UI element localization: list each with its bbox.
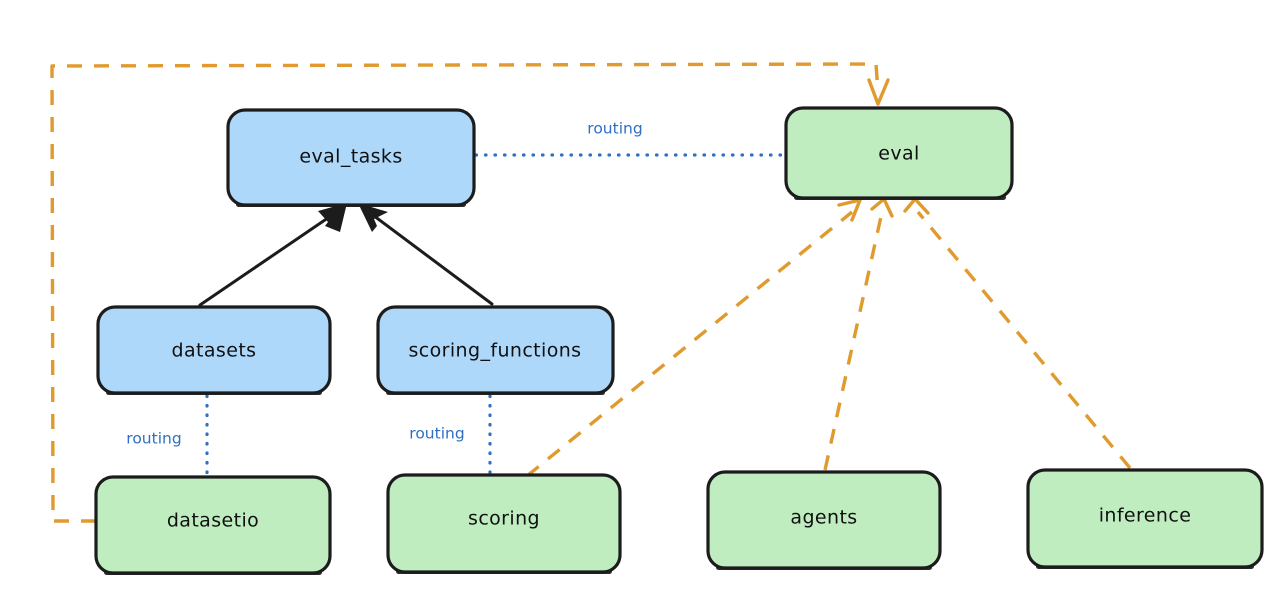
node-agents-box[interactable]: [706, 470, 942, 570]
node-scoring-box[interactable]: [386, 473, 622, 574]
node-agents[interactable]: agents: [706, 470, 942, 570]
edge-label-routing-scoring: routing: [409, 425, 464, 443]
node-eval-label: eval: [878, 143, 919, 165]
node-inference[interactable]: inference: [1026, 468, 1264, 569]
routing-edges-group: [205, 153, 786, 477]
dependency-edges-group: [50, 62, 1132, 523]
edge-inference-to-eval-arrowhead: [903, 197, 930, 215]
node-scoring-functions-box[interactable]: [376, 305, 615, 395]
edge-scoring-to-eval-arrowhead: [837, 198, 862, 222]
edge-labels-group: routing routing routing: [126, 120, 642, 448]
node-datasets-box[interactable]: [96, 305, 332, 395]
node-datasetio-box[interactable]: [94, 475, 332, 575]
edge-agents-to-eval-line: [823, 211, 884, 471]
nodes-group: eval_tasks eval datasets scoring_functio…: [94, 106, 1264, 575]
edge-datasetio-to-eval-arrowhead: [867, 78, 890, 106]
edge-datasets-to-eval-tasks: [198, 203, 347, 307]
edge-agents-to-eval-arrowhead: [870, 197, 894, 218]
node-datasetio[interactable]: datasetio: [94, 475, 332, 575]
node-eval[interactable]: eval: [784, 106, 1014, 200]
edge-scoring-functions-to-eval-tasks-line: [360, 205, 494, 306]
edge-label-routing-datasetio: routing: [126, 430, 181, 448]
edge-datasets-to-eval-tasks-arrowhead: [318, 203, 347, 232]
node-agents-label: agents: [790, 507, 857, 529]
edge-datasetio-to-eval-line: [50, 62, 880, 523]
edge-label-routing-eval: routing: [587, 120, 642, 138]
node-eval-tasks-box[interactable]: [226, 108, 476, 207]
node-datasetio-label: datasetio: [167, 510, 259, 532]
node-inference-label: inference: [1099, 505, 1192, 527]
node-inference-box[interactable]: [1026, 468, 1264, 569]
node-scoring-functions[interactable]: scoring_functions: [376, 305, 615, 395]
node-eval-tasks[interactable]: eval_tasks: [226, 108, 476, 207]
edge-datasetio-to-eval: [50, 62, 890, 523]
edge-agents-to-eval: [823, 197, 894, 471]
edge-scoring-functions-to-eval-tasks: [358, 203, 494, 306]
node-scoring[interactable]: scoring: [386, 473, 622, 574]
edge-datasets-to-eval-tasks-line: [198, 205, 346, 307]
node-eval-box[interactable]: [784, 106, 1014, 200]
node-datasets-label: datasets: [172, 340, 257, 362]
node-datasets[interactable]: datasets: [96, 305, 332, 395]
solid-edges-group: [198, 203, 494, 307]
edge-inference-to-eval: [903, 197, 1132, 470]
edge-inference-to-eval-line: [916, 210, 1132, 470]
node-eval-tasks-label: eval_tasks: [299, 146, 402, 168]
node-scoring-functions-label: scoring_functions: [409, 340, 582, 362]
node-scoring-label: scoring: [468, 508, 540, 530]
edge-scoring-functions-to-eval-tasks-arrowhead: [358, 203, 388, 232]
